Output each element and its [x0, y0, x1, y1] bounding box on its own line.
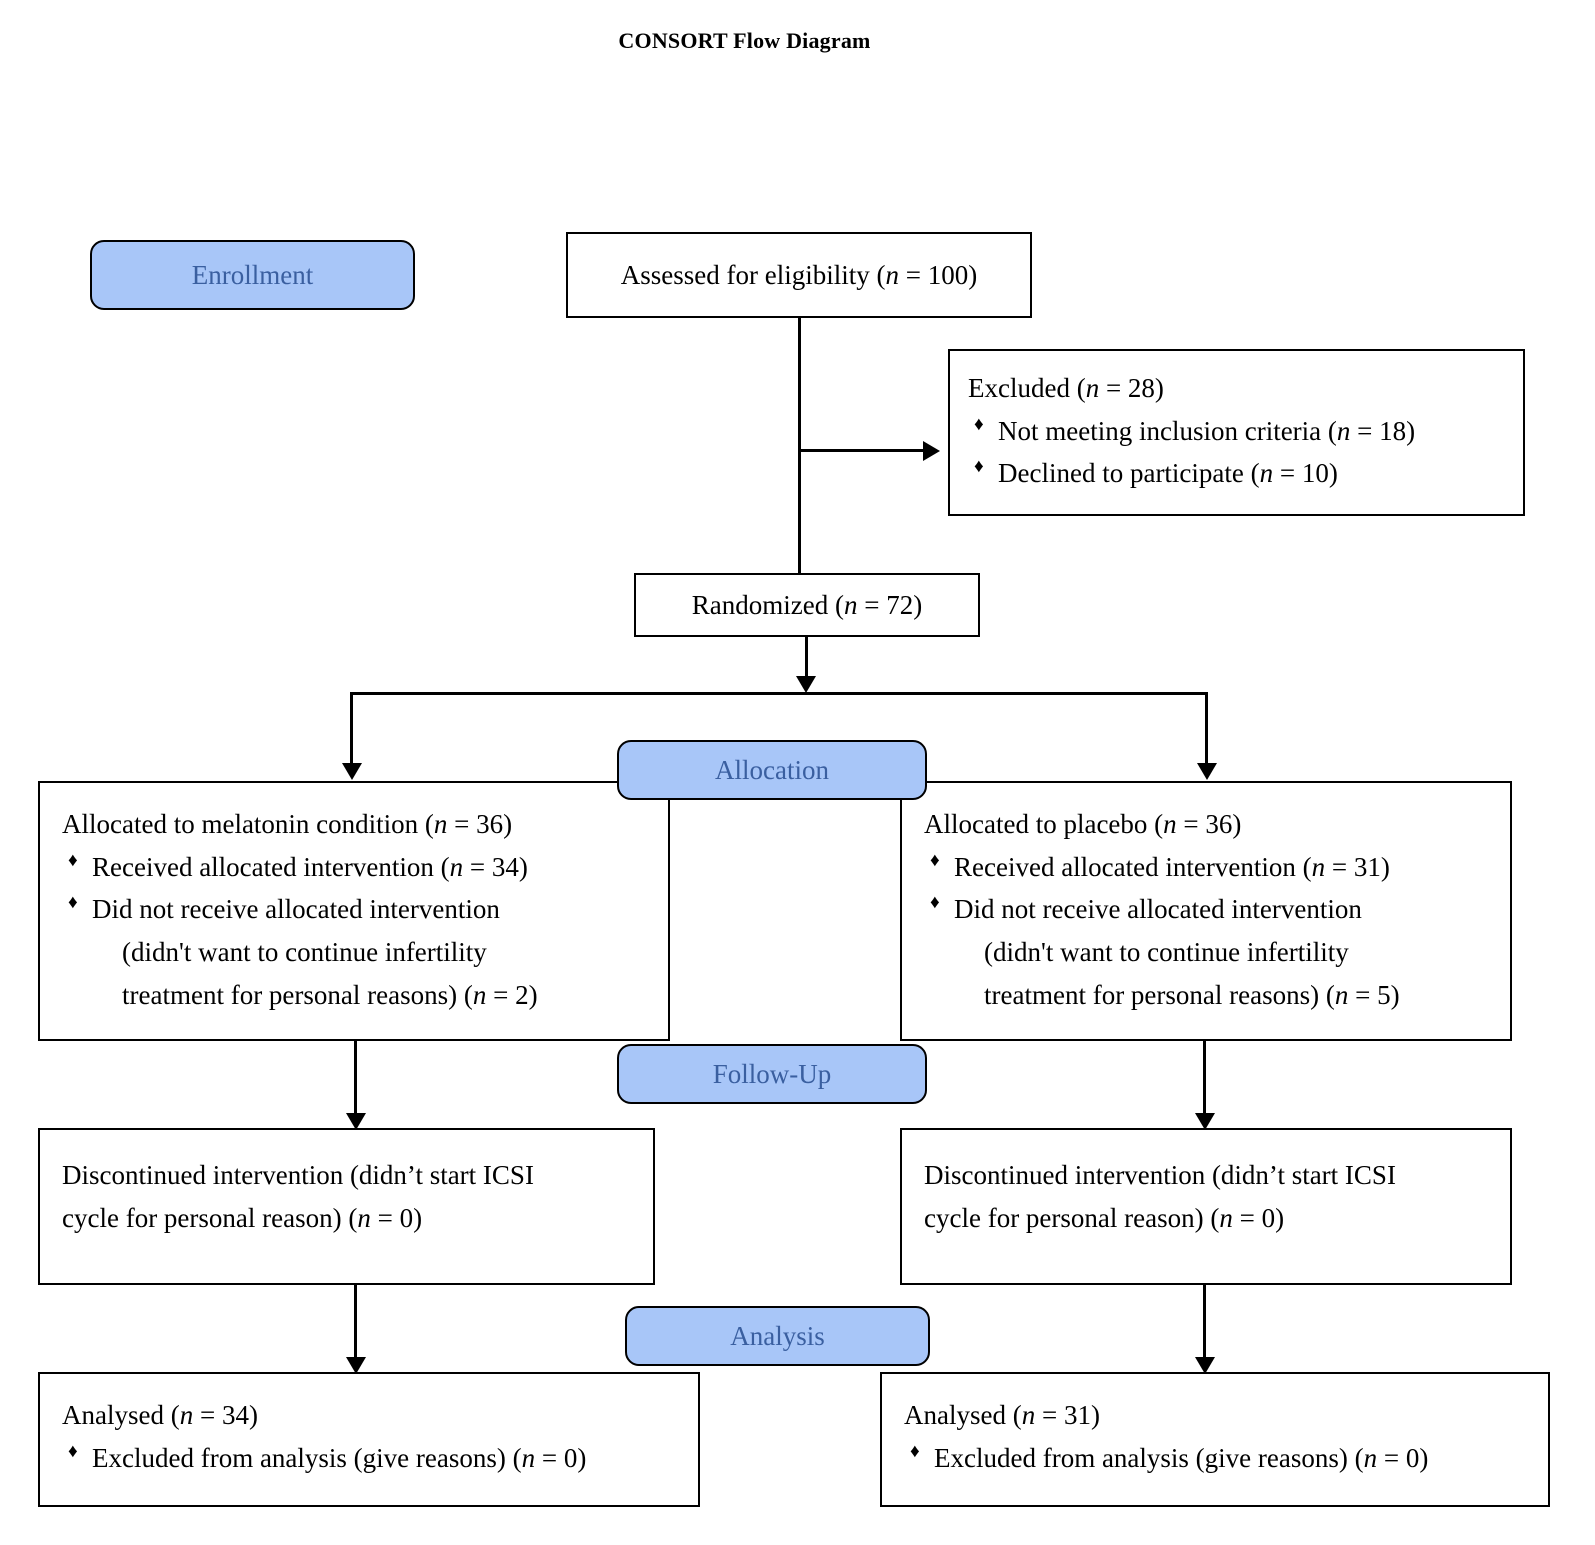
- alloc-right-heading: Allocated to placebo (n = 36): [924, 809, 1242, 839]
- page-title: CONSORT Flow Diagram: [618, 28, 871, 53]
- box-analysed-melatonin: Analysed (n = 34) Excluded from analysis…: [38, 1372, 700, 1507]
- box-discontinued-melatonin: Discontinued intervention (didn’t start …: [38, 1128, 655, 1285]
- analysed-right-heading: Analysed (n = 31): [904, 1400, 1100, 1430]
- alloc-left-bullet-2-cont-2: treatment for personal reasons) (n = 2): [122, 979, 538, 1010]
- box-allocated-placebo: Allocated to placebo (n = 36) Received a…: [900, 781, 1512, 1041]
- connector-discont-left-to-analysed: [354, 1285, 357, 1363]
- alloc-left-bullet-2: Did not receive allocated intervention: [62, 888, 646, 931]
- box-discontinued-placebo: Discontinued intervention (didn’t start …: [900, 1128, 1512, 1285]
- excluded-heading: Excluded (n = 28): [968, 373, 1164, 403]
- arrow-discont-right: [1195, 1113, 1215, 1130]
- discont-left-line-2: cycle for personal reason) (n = 0): [62, 1202, 423, 1233]
- analysed-left-bullet-1: Excluded from analysis (give reasons) (n…: [62, 1437, 676, 1480]
- connector-alloc-left-to-discont: [354, 1041, 357, 1119]
- excluded-bullet-2: Declined to participate (n = 10): [968, 452, 1505, 495]
- connector-to-excluded: [798, 449, 923, 452]
- discont-right-line-2: cycle for personal reason) (n = 0): [924, 1202, 1285, 1233]
- arrow-analysed-left: [346, 1357, 366, 1374]
- randomized-text: Randomized (n = 72): [691, 589, 923, 620]
- connector-assessed-down: [798, 318, 801, 451]
- box-allocated-melatonin: Allocated to melatonin condition (n = 36…: [38, 781, 670, 1041]
- discont-left-line-1: Discontinued intervention (didn’t start …: [62, 1160, 534, 1190]
- arrow-analysed-right: [1195, 1357, 1215, 1374]
- box-excluded: Excluded (n = 28) Not meeting inclusion …: [948, 349, 1525, 516]
- connector-split-right-down: [1205, 692, 1208, 770]
- alloc-left-heading: Allocated to melatonin condition (n = 36…: [62, 809, 513, 839]
- alloc-right-bullet-2-cont-2: treatment for personal reasons) (n = 5): [984, 979, 1400, 1010]
- connector-to-randomized: [798, 449, 801, 573]
- alloc-left-bullet-2-cont-1: (didn't want to continue infertility: [122, 936, 487, 967]
- analysed-left-heading: Analysed (n = 34): [62, 1400, 258, 1430]
- stage-label-analysis: Analysis: [625, 1306, 930, 1366]
- connector-split-left-down: [350, 692, 353, 770]
- connector-randomized-down: [805, 637, 808, 682]
- arrow-alloc-left: [342, 763, 362, 780]
- connector-alloc-right-to-discont: [1203, 1041, 1206, 1119]
- box-assessed-for-eligibility: Assessed for eligibility (n = 100): [566, 232, 1032, 318]
- connector-split-bar: [350, 692, 1208, 695]
- analysed-right-bullet-1: Excluded from analysis (give reasons) (n…: [904, 1437, 1526, 1480]
- alloc-right-bullet-1: Received allocated intervention (n = 31): [924, 846, 1488, 889]
- stage-label-enrollment: Enrollment: [90, 240, 415, 310]
- arrow-randomized-split: [796, 676, 816, 693]
- stage-label-allocation: Allocation: [617, 740, 927, 800]
- arrow-to-excluded: [923, 441, 940, 461]
- stage-label-followup: Follow-Up: [617, 1044, 927, 1104]
- assessed-text: Assessed for eligibility (n = 100): [620, 259, 978, 290]
- discont-right-line-1: Discontinued intervention (didn’t start …: [924, 1160, 1396, 1190]
- alloc-right-bullet-2: Did not receive allocated intervention: [924, 888, 1488, 931]
- alloc-left-bullet-1: Received allocated intervention (n = 34): [62, 846, 646, 889]
- alloc-right-bullet-2-cont-1: (didn't want to continue infertility: [984, 936, 1349, 967]
- arrow-discont-left: [346, 1113, 366, 1130]
- connector-discont-right-to-analysed: [1203, 1285, 1206, 1363]
- box-randomized: Randomized (n = 72): [634, 573, 980, 637]
- excluded-bullet-1: Not meeting inclusion criteria (n = 18): [968, 410, 1505, 453]
- box-analysed-placebo: Analysed (n = 31) Excluded from analysis…: [880, 1372, 1550, 1507]
- arrow-alloc-right: [1197, 763, 1217, 780]
